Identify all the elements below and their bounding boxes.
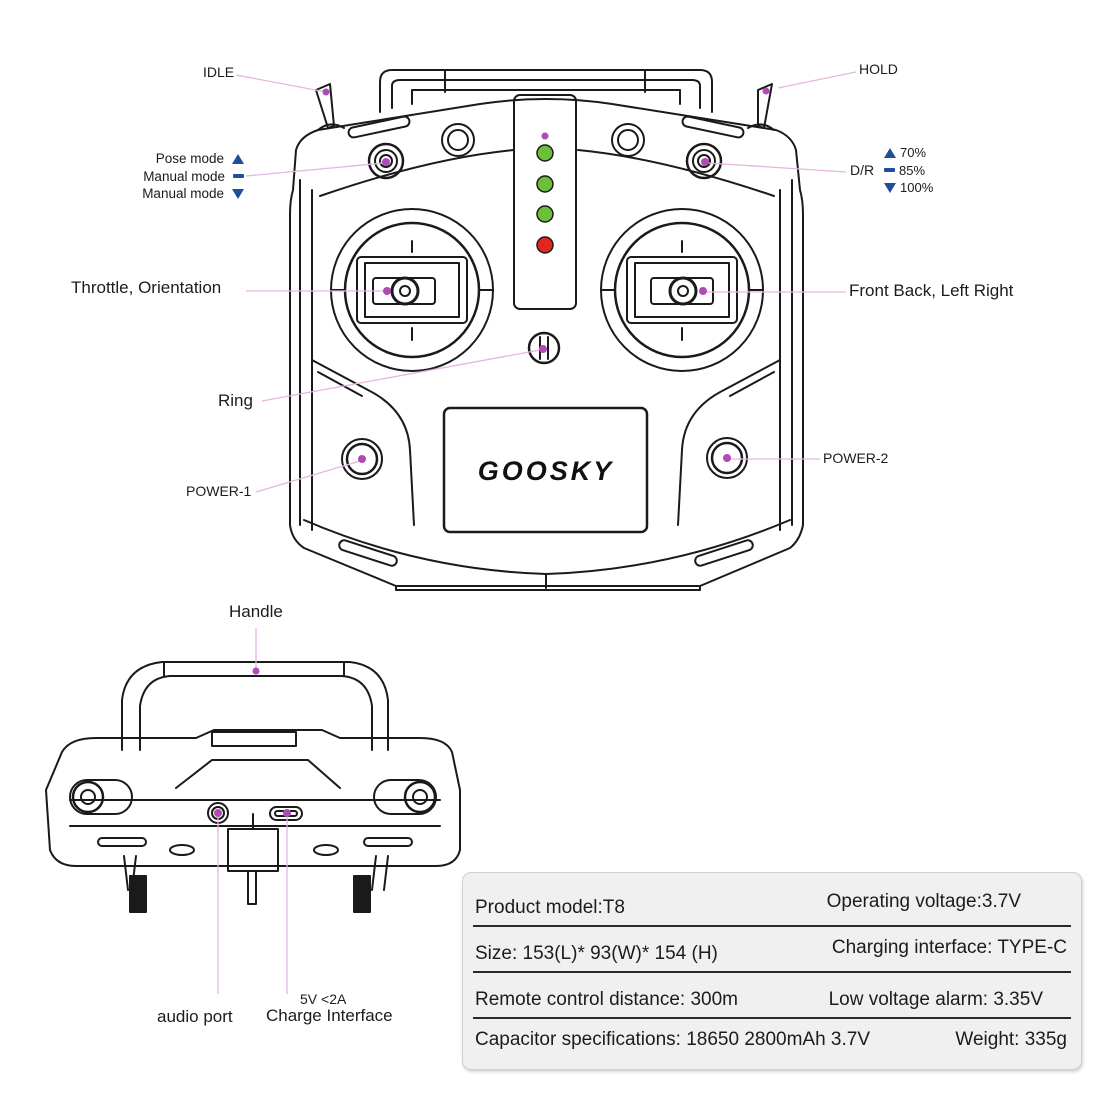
label-audio-port: audio port	[157, 1007, 233, 1026]
dash-icon	[884, 168, 895, 173]
label-front-back: Front Back, Left Right	[849, 281, 1014, 300]
dr-option-label: 85%	[899, 162, 926, 178]
mode-option-label: Pose mode	[155, 151, 224, 166]
controller-top-view	[45, 661, 461, 913]
label-charge-spec: 5V <2A	[300, 991, 347, 1007]
handle-front	[379, 69, 713, 113]
screen	[442, 406, 649, 534]
spec-left: Product model:T8	[475, 897, 625, 918]
marker-frontback	[699, 287, 707, 295]
marker-dr	[701, 158, 709, 166]
marker-ring	[539, 345, 547, 353]
label-power-1: POWER-1	[186, 483, 252, 499]
led-indicators	[536, 144, 554, 254]
mode-switch-legend: Pose mode Manual mode Manual mode	[128, 150, 244, 203]
mode-option: Manual mode	[128, 185, 244, 203]
label-idle: IDLE	[203, 64, 235, 80]
label-charge-interface: Charge Interface	[266, 1006, 393, 1025]
triangle-up-icon	[232, 153, 244, 164]
dash-icon	[233, 174, 244, 179]
spec-left: Capacitor specifications: 18650 2800mAh …	[475, 1029, 871, 1050]
spec-right: Operating voltage:3.7V	[826, 891, 1021, 912]
label-throttle: Throttle, Orientation	[71, 278, 222, 297]
hold-switch	[747, 83, 775, 131]
marker-idle	[322, 88, 330, 96]
label-hold: HOLD	[859, 61, 898, 77]
mode-option: Manual mode	[128, 168, 244, 186]
dr-option: 100%	[884, 179, 933, 197]
leader-lines	[217, 71, 857, 994]
dr-option: 70%	[884, 144, 933, 162]
marker-mode	[382, 158, 390, 166]
brand-logo-text: GOOSKY	[478, 456, 615, 486]
dr-switch	[685, 142, 723, 180]
spec-right: Charging interface: TYPE-C	[831, 937, 1067, 958]
marker-audio	[214, 809, 222, 817]
marker-throttle	[383, 287, 391, 295]
marker-charge	[283, 809, 291, 817]
dr-option-label: 70%	[900, 145, 927, 160]
led-panel	[513, 94, 577, 310]
dr-legend: 70% 85% 100%	[884, 144, 933, 197]
led-4	[536, 236, 554, 254]
left-gimbal	[330, 208, 494, 372]
led-1	[536, 144, 554, 162]
label-handle: Handle	[229, 602, 283, 621]
brand-logo: GOOSKY	[478, 456, 615, 486]
spec-row: Remote control distance: 300m Low voltag…	[473, 975, 1071, 1019]
mode-option-label: Manual mode	[143, 168, 225, 184]
dr-option: 85%	[884, 162, 933, 180]
led-2	[536, 175, 554, 193]
mode-option: Pose mode	[128, 150, 244, 168]
spec-left: Size: 153(L)* 93(W)* 154 (H)	[475, 943, 718, 964]
right-gimbal	[600, 208, 764, 372]
marker-hold	[762, 87, 770, 95]
triangle-down-icon	[232, 188, 244, 199]
marker-power2	[723, 454, 731, 462]
label-ring: Ring	[218, 391, 253, 410]
idle-switch	[315, 83, 345, 131]
marker-power1	[358, 455, 366, 463]
handle-top	[121, 661, 389, 751]
mode-switch	[367, 142, 405, 180]
spec-table: Product model:T8 Operating voltage:3.7V …	[462, 872, 1082, 1070]
spec-right: Low voltage alarm: 3.35V	[828, 989, 1043, 1010]
label-dr: D/R	[850, 162, 875, 178]
spec-right: Weight: 335g	[955, 1029, 1067, 1050]
spec-row: Size: 153(L)* 93(W)* 154 (H) Charging in…	[473, 929, 1071, 973]
mode-option-label: Manual mode	[142, 186, 224, 201]
marker-handle	[252, 667, 260, 675]
led-3	[536, 205, 554, 223]
label-power-2: POWER-2	[823, 450, 889, 466]
controller-body	[289, 98, 804, 591]
triangle-down-icon	[884, 182, 896, 193]
spec-row: Capacitor specifications: 18650 2800mAh …	[473, 1021, 1071, 1063]
marker-led	[541, 132, 549, 140]
spec-row: Product model:T8 Operating voltage:3.7V	[473, 883, 1071, 927]
triangle-up-icon	[884, 147, 896, 158]
marker-dots	[214, 87, 770, 817]
dr-option-label: 100%	[900, 180, 934, 195]
spec-left: Remote control distance: 300m	[475, 989, 738, 1010]
